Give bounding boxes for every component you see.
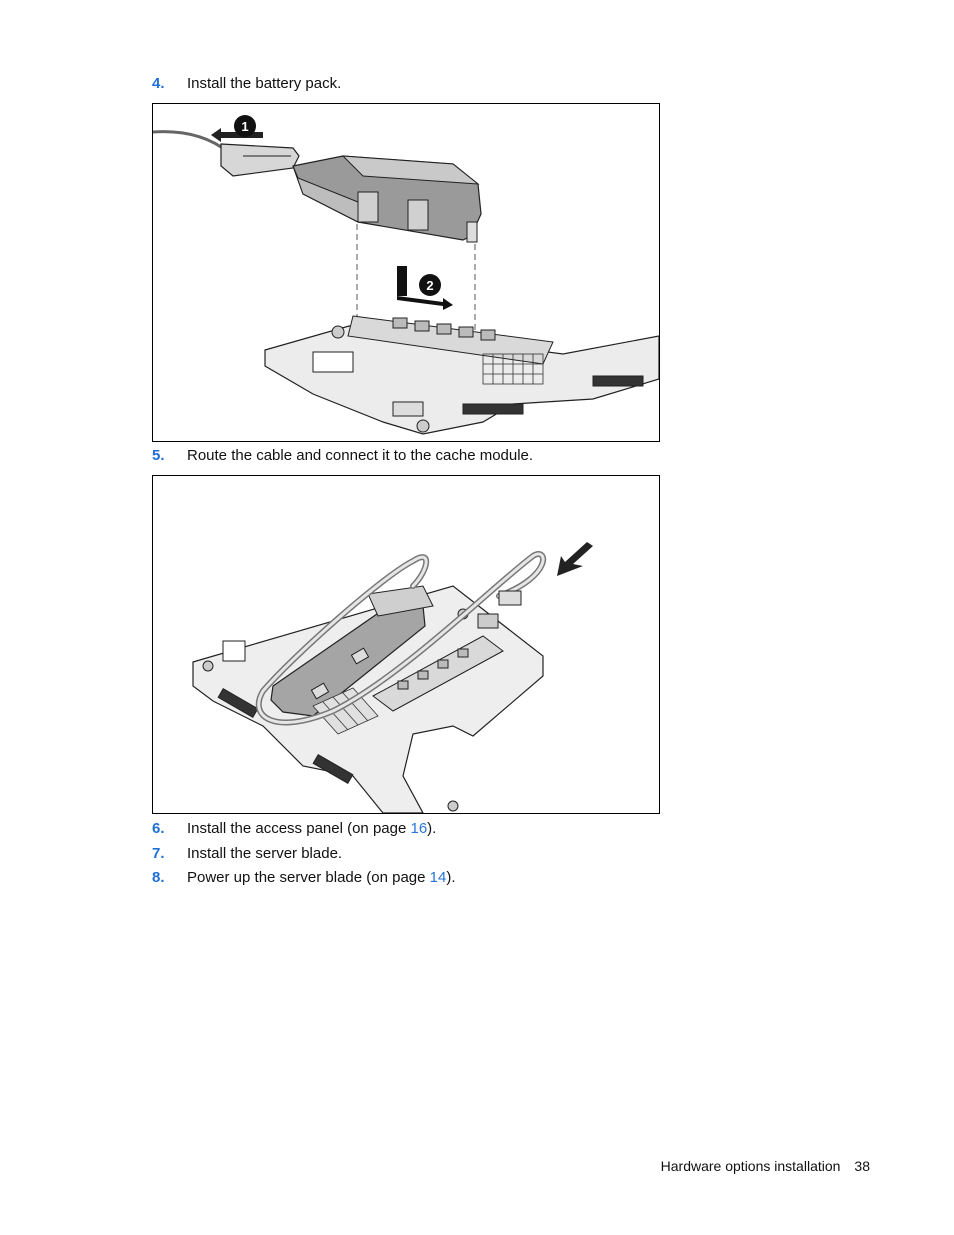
page-number: 38	[854, 1158, 870, 1174]
callout-2: 2	[426, 278, 433, 293]
step-number: 8.	[152, 869, 165, 886]
step-text: Install the server blade.	[187, 845, 343, 862]
step-text-before: Install the access panel (on page	[187, 820, 411, 837]
callout-1: 1	[241, 119, 248, 134]
step-text-after: ).	[446, 869, 456, 886]
battery-pack-drawing: 1 2	[153, 115, 659, 435]
step-number: 7.	[152, 845, 165, 862]
step-text: Install the access panel (on page 16).	[187, 819, 436, 839]
step-text: Power up the server blade (on page 14).	[187, 868, 456, 888]
page-link-14[interactable]: 14	[429, 869, 447, 886]
step-text: Route the cable and connect it to the ca…	[187, 447, 534, 464]
step-number: 5.	[152, 447, 165, 464]
cable-routing-illustration	[152, 475, 660, 814]
page-link-16[interactable]: 16	[410, 820, 428, 837]
step-text-after: ).	[427, 820, 437, 837]
step-text: Install the battery pack.	[187, 75, 342, 92]
cable-routing-drawing	[192, 542, 593, 813]
battery-pack-illustration: 1 2	[152, 103, 660, 442]
step-number: 6.	[152, 820, 165, 837]
page-footer: Hardware options installation 38	[661, 1158, 870, 1174]
step-number: 4.	[152, 75, 165, 92]
footer-section-title: Hardware options installation	[660, 1158, 841, 1174]
callout-2-badge	[419, 274, 441, 296]
step-text-before: Power up the server blade (on page	[187, 869, 430, 886]
callout-1-badge	[234, 115, 256, 137]
